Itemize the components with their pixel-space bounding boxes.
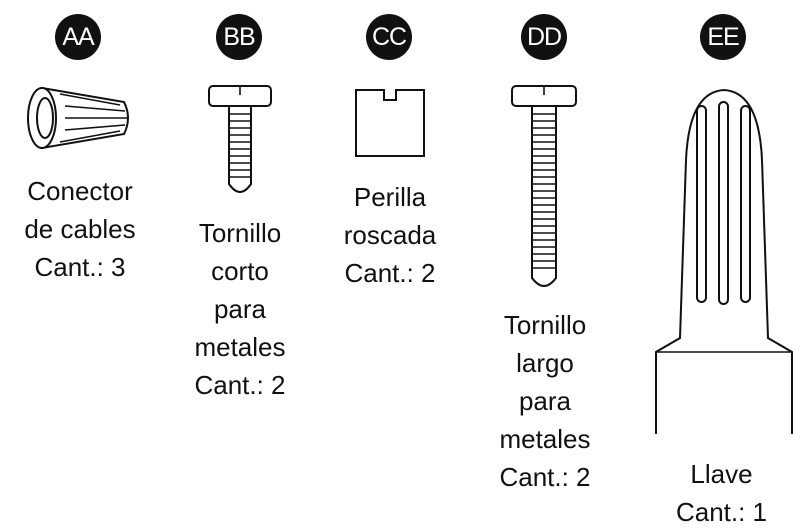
badge-bb: BB <box>216 14 262 60</box>
label-aa: Conector de cables Cant.: 3 <box>24 176 136 282</box>
short-screw-illustration <box>208 85 272 193</box>
badge-cc: CC <box>366 14 412 60</box>
long-screw-illustration <box>511 85 577 287</box>
label-dd: Tornillo largo para metales Cant.: 2 <box>499 310 591 492</box>
label-cc: Perilla roscada Cant.: 2 <box>343 182 437 288</box>
wire-connector-illustration <box>27 86 129 150</box>
badge-aa: AA <box>55 14 101 60</box>
wrench-illustration <box>655 88 793 434</box>
label-bb: Tornillo corto para metales Cant.: 2 <box>194 218 286 400</box>
label-ee: Llave Cant.: 1 <box>675 459 768 527</box>
threaded-knob-illustration <box>355 89 425 157</box>
badge-dd: DD <box>521 14 567 60</box>
badge-ee: EE <box>700 14 746 60</box>
